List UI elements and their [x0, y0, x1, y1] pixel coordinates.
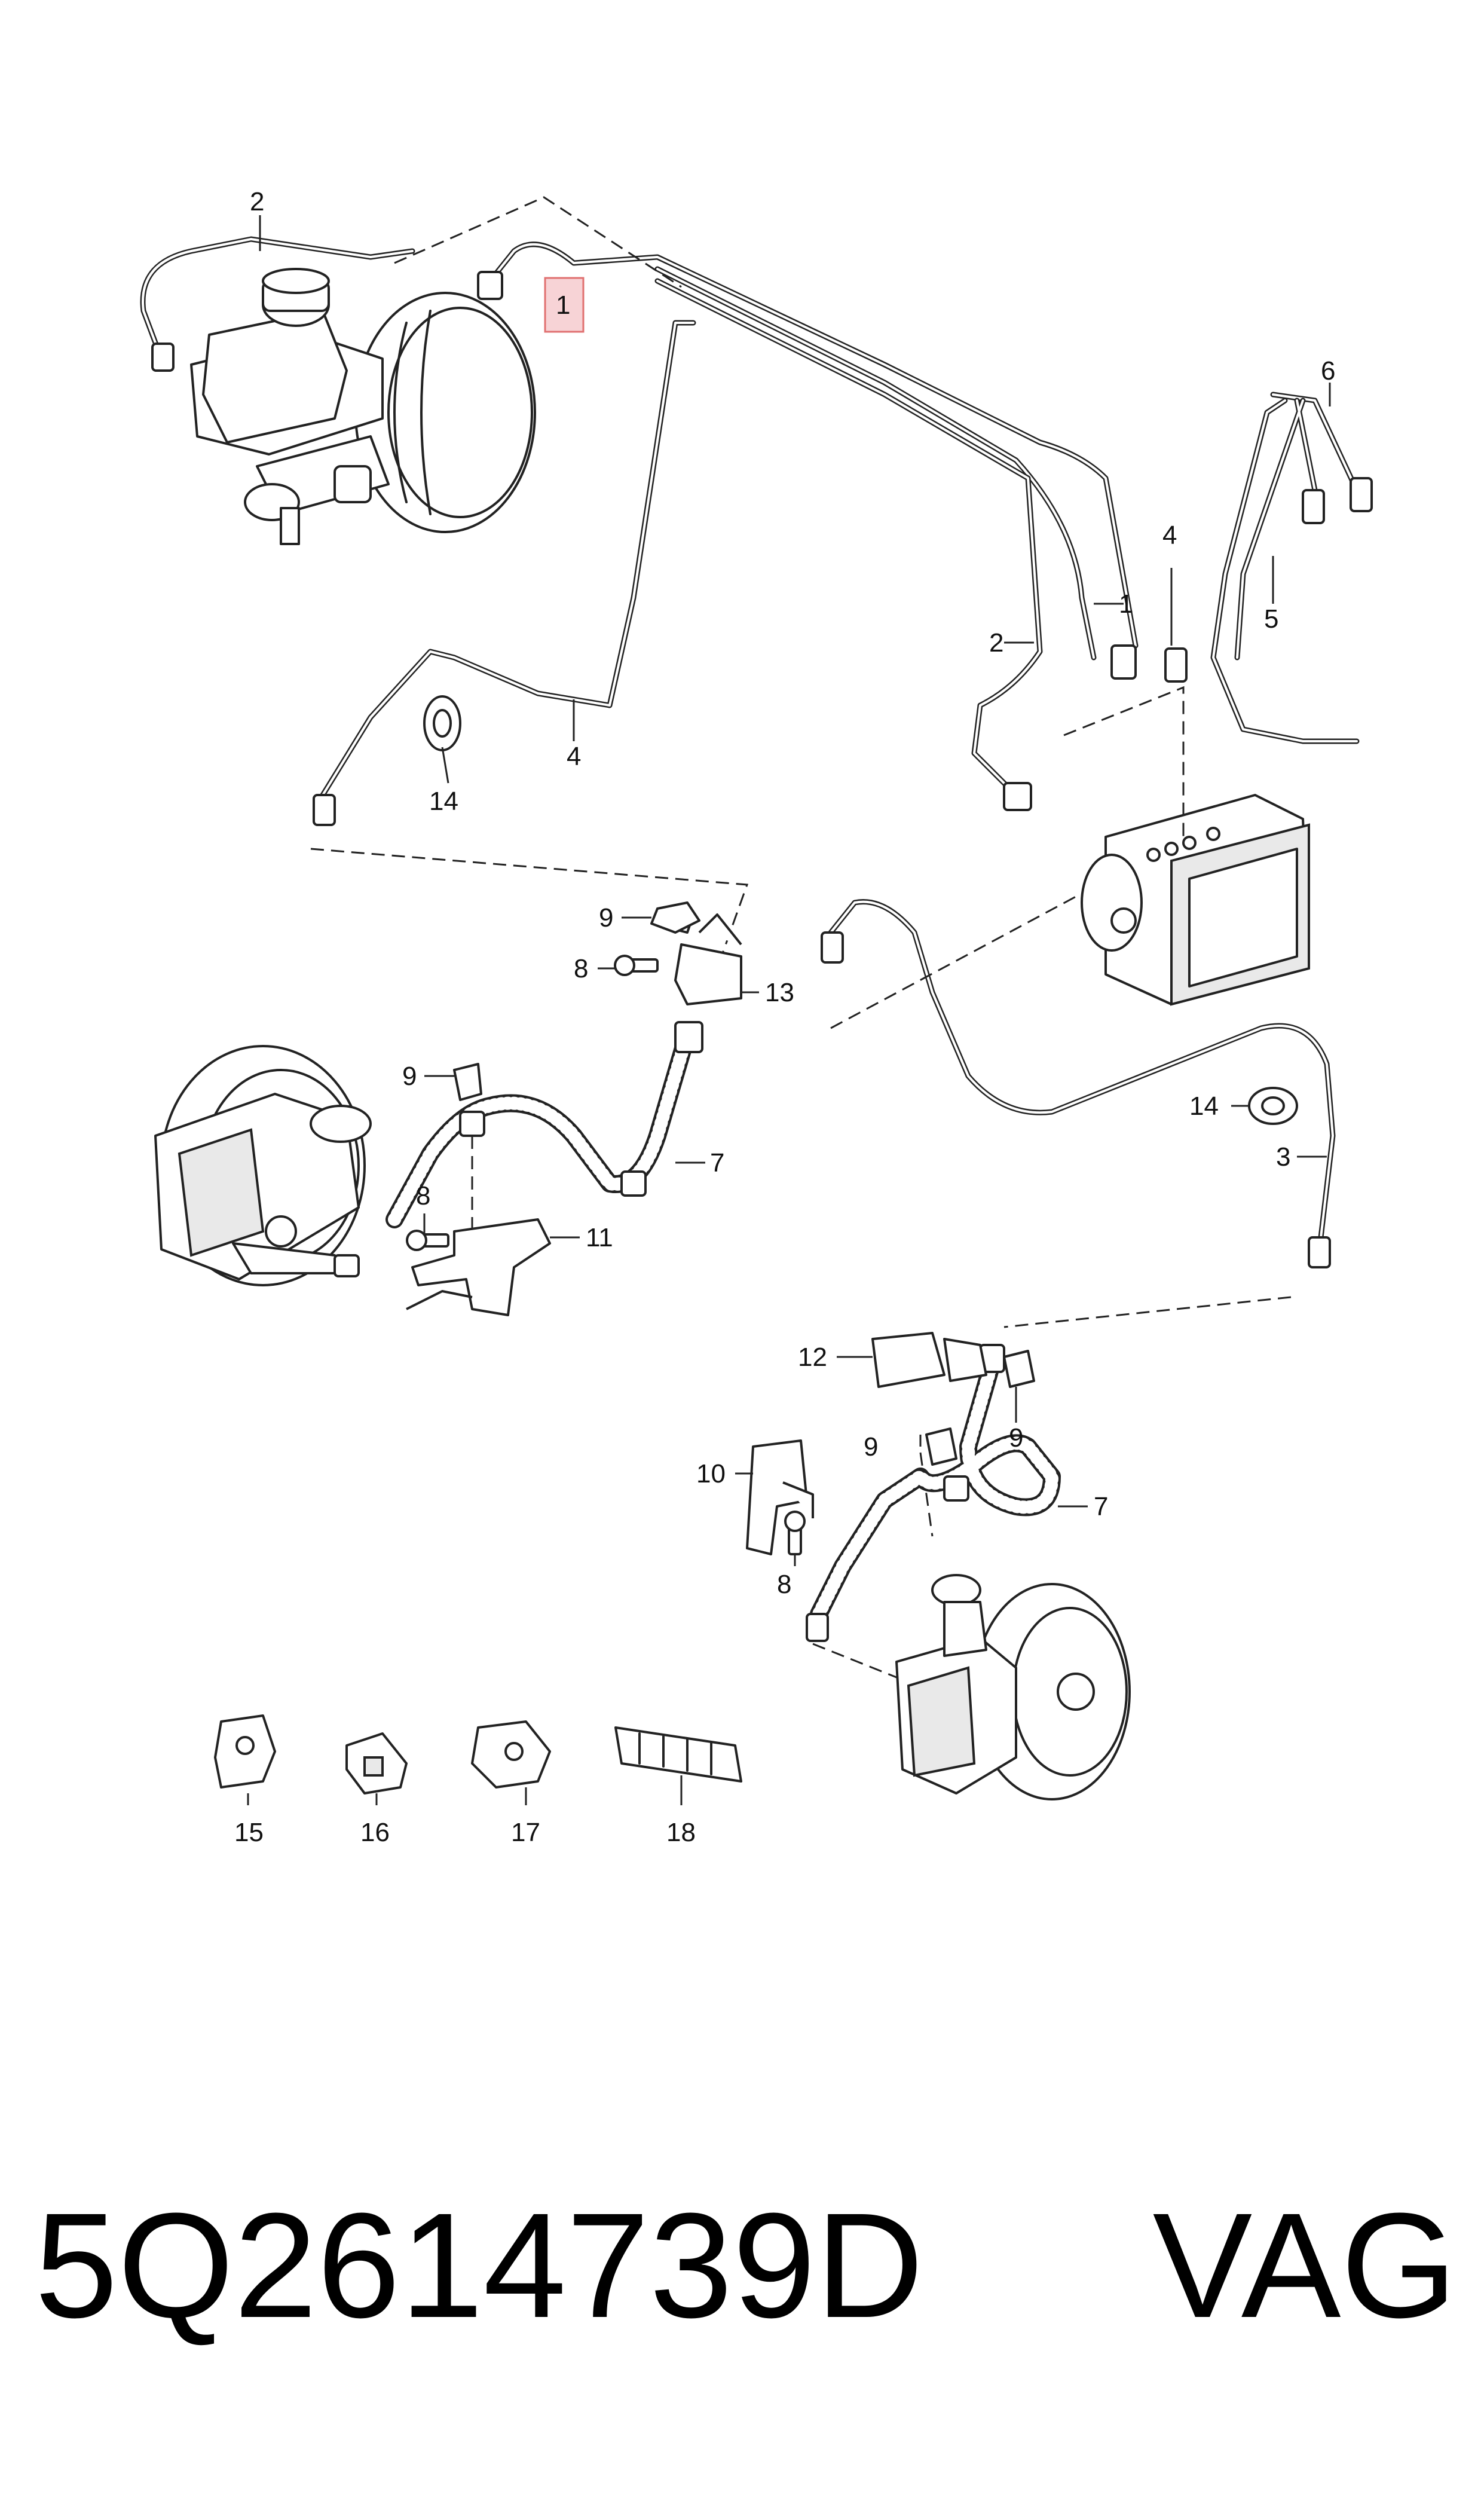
part-number: 5Q2614739D [35, 2182, 924, 2349]
callout-4-left: 4 [567, 742, 581, 771]
brand-label: VAG [1152, 2182, 1457, 2349]
callout-2: 2 [250, 187, 264, 216]
clip-15 [214, 1714, 276, 1789]
clips [453, 901, 1035, 1466]
callout-11: 11 [586, 1223, 613, 1252]
brake-booster [354, 292, 536, 533]
callout-12: 12 [798, 1343, 827, 1372]
callout-17: 17 [511, 1818, 540, 1847]
part-number-footer: 5Q2614739D VAG [35, 2176, 1457, 2355]
callout-18: 18 [666, 1818, 696, 1847]
bracket-12 [871, 1332, 987, 1388]
brake-hose-front [333, 1021, 703, 1277]
clip-18 [614, 1726, 742, 1783]
clip-17 [471, 1720, 551, 1789]
callout-9-rear-right: 9 [1009, 1423, 1023, 1453]
callout-9: 9 [599, 903, 613, 933]
abs-hydraulic-unit [1081, 794, 1310, 1006]
callout-8-rear: 8 [777, 1570, 791, 1599]
brake-hose-rear [806, 1344, 1061, 1642]
callout-2-right: 2 [989, 628, 1003, 658]
leader-lines [247, 215, 1331, 1805]
callout-1-highlighted: 1 [556, 291, 570, 320]
callout-14: 14 [429, 787, 458, 816]
callout-10: 10 [696, 1459, 726, 1488]
front-left-brake-caliper [154, 1045, 372, 1286]
pipe-fittings [151, 271, 1373, 1268]
callout-8-front: 8 [416, 1181, 430, 1210]
dashed-connection-lines [274, 196, 1292, 1693]
callout-9-rear: 9 [864, 1432, 878, 1462]
callout-16: 16 [360, 1818, 390, 1847]
callout-13: 13 [765, 978, 794, 1007]
callout-14-right: 14 [1189, 1092, 1219, 1121]
clip-16 [345, 1732, 408, 1794]
callout-8: 8 [574, 954, 588, 983]
callout-6: 6 [1321, 356, 1335, 386]
callout-9-front: 9 [402, 1062, 417, 1091]
callout-5: 5 [1264, 604, 1278, 634]
highlight-box [544, 277, 585, 333]
brake-fluid-reservoir [202, 268, 348, 444]
bracket-10 [746, 1439, 814, 1555]
callout-3: 3 [1276, 1142, 1290, 1172]
callout-15: 15 [234, 1818, 264, 1847]
callout-7: 7 [710, 1148, 724, 1178]
callout-1: 1 [1119, 589, 1133, 619]
callout-4: 4 [1162, 521, 1177, 550]
brake-pipes [140, 236, 1360, 1240]
callout-labels: 2 1 6 4 1 5 2 4 14 9 8 13 9 14 7 3 8 11 … [234, 187, 1335, 1847]
rear-brake-caliper [895, 1574, 1131, 1800]
callout-7-rear: 7 [1094, 1492, 1108, 1521]
bracket-11 [406, 1218, 551, 1316]
